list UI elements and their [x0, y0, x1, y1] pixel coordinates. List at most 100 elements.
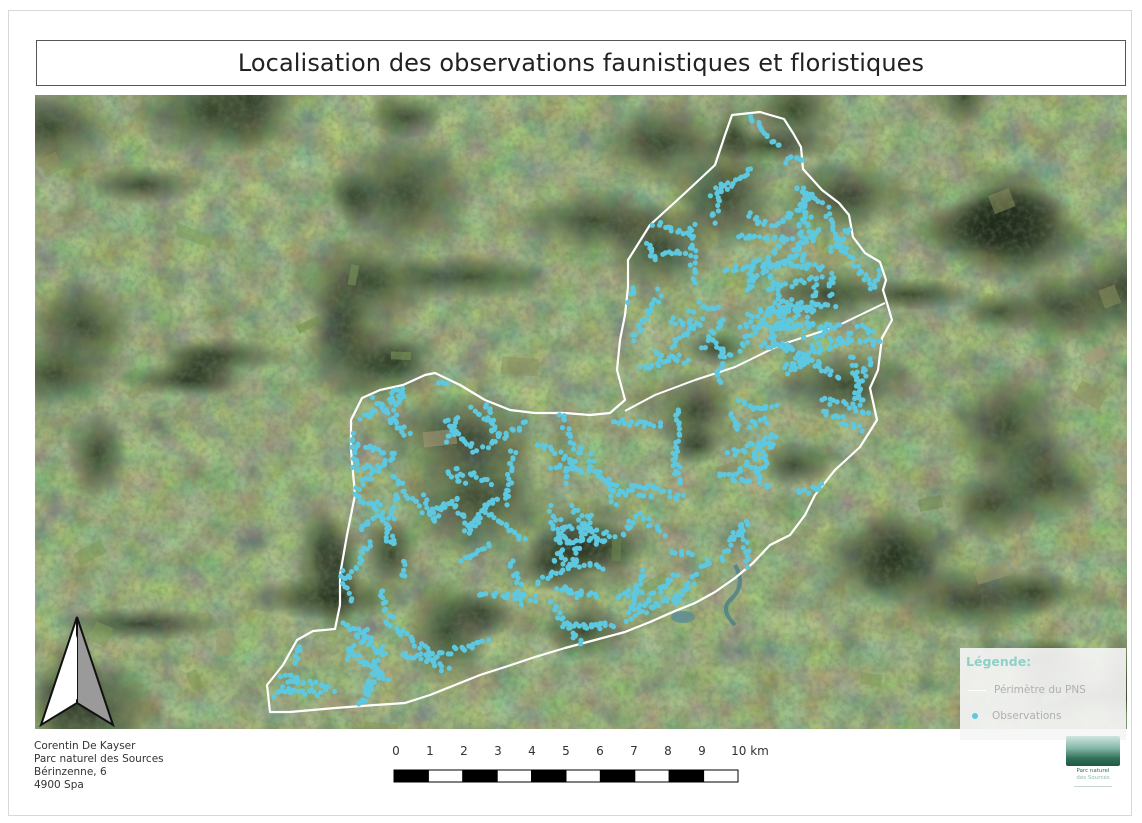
- observation-point: [672, 444, 679, 450]
- observation-point: [483, 402, 489, 408]
- observation-point: [560, 526, 567, 532]
- observation-point: [350, 464, 356, 470]
- observation-point: [752, 216, 759, 222]
- observation-point: [368, 471, 374, 477]
- observation-point: [542, 443, 548, 449]
- observation-point: [672, 356, 679, 363]
- observation-point: [731, 447, 737, 453]
- observation-point: [553, 570, 559, 576]
- observation-point: [539, 574, 546, 580]
- observation-point: [632, 483, 638, 489]
- observation-point: [641, 423, 647, 429]
- observation-point: [455, 510, 461, 516]
- observation-point: [555, 615, 561, 621]
- observation-point: [633, 587, 640, 594]
- observation-point: [754, 443, 760, 449]
- observation-point: [689, 227, 695, 233]
- observation-point: [472, 408, 478, 414]
- field-patch: [73, 539, 107, 566]
- observation-point: [743, 558, 749, 564]
- observation-point: [350, 430, 356, 436]
- observation-point: [758, 343, 765, 349]
- observation-point: [781, 322, 787, 328]
- observation-point: [788, 154, 794, 160]
- map-frame[interactable]: [35, 95, 1127, 729]
- observation-point: [812, 334, 818, 340]
- observation-point: [761, 437, 767, 443]
- observation-point: [639, 589, 645, 596]
- observation-point: [453, 503, 459, 509]
- observation-point: [442, 418, 448, 424]
- observation-point: [752, 465, 759, 471]
- observation-point: [516, 536, 522, 542]
- observation-point: [733, 471, 740, 477]
- observation-point: [773, 222, 779, 229]
- observation-point: [441, 501, 447, 507]
- observation-point: [805, 352, 811, 358]
- observation-point: [569, 502, 575, 509]
- scale-segment: [565, 769, 601, 783]
- observation-point: [481, 416, 487, 422]
- observation-point: [518, 601, 524, 607]
- observation-point: [745, 166, 751, 173]
- observation-point: [522, 536, 528, 542]
- observation-point: [760, 449, 766, 455]
- observation-point: [451, 431, 457, 438]
- observation-point: [773, 326, 779, 332]
- observation-point: [613, 502, 619, 508]
- satellite-map[interactable]: [35, 95, 1127, 729]
- observation-point: [725, 180, 731, 186]
- observation-point: [823, 412, 829, 418]
- observation-point: [877, 272, 883, 278]
- observation-point: [508, 448, 514, 454]
- observation-point: [387, 623, 393, 629]
- observation-point: [426, 509, 433, 515]
- observation-point: [742, 449, 748, 455]
- observation-point: [809, 299, 815, 305]
- observation-point: [753, 258, 759, 264]
- observation-point: [810, 484, 816, 490]
- observation-point: [790, 347, 796, 353]
- field-patch: [390, 351, 412, 361]
- observation-point: [587, 520, 593, 526]
- observation-point: [625, 487, 631, 494]
- observation-point: [872, 278, 878, 284]
- observation-point: [675, 572, 681, 578]
- observation-point: [859, 428, 865, 434]
- observation-point: [512, 591, 518, 598]
- observation-point: [364, 626, 370, 632]
- observation-point: [643, 601, 649, 607]
- observation-point: [391, 407, 397, 413]
- observation-point: [443, 439, 450, 445]
- observation-point: [370, 670, 376, 676]
- observation-point: [740, 537, 746, 543]
- observation-point: [566, 625, 572, 631]
- observation-point: [764, 420, 770, 426]
- observation-point: [855, 263, 862, 269]
- observation-point: [672, 336, 678, 342]
- observation-point: [657, 423, 664, 429]
- observation-point: [657, 356, 663, 363]
- observation-point: [789, 297, 795, 303]
- observation-point: [771, 235, 777, 241]
- observation-point: [586, 537, 592, 543]
- field-patch: [88, 621, 114, 648]
- observation-point: [438, 668, 444, 674]
- observation-point: [533, 598, 539, 604]
- observation-point: [369, 394, 375, 400]
- observation-point: [446, 470, 452, 477]
- observation-point: [689, 552, 695, 558]
- observation-point: [846, 405, 853, 411]
- field-patch: [347, 264, 360, 286]
- observation-point: [638, 576, 644, 582]
- observation-point: [296, 688, 302, 695]
- observation-point: [371, 658, 377, 664]
- observation-point: [800, 360, 806, 366]
- observation-point: [740, 343, 746, 349]
- observation-point: [496, 432, 502, 438]
- observation-point: [448, 651, 454, 657]
- observation-point: [372, 468, 378, 474]
- observation-point: [850, 354, 856, 360]
- observation-point: [581, 520, 588, 527]
- observation-point: [506, 476, 512, 482]
